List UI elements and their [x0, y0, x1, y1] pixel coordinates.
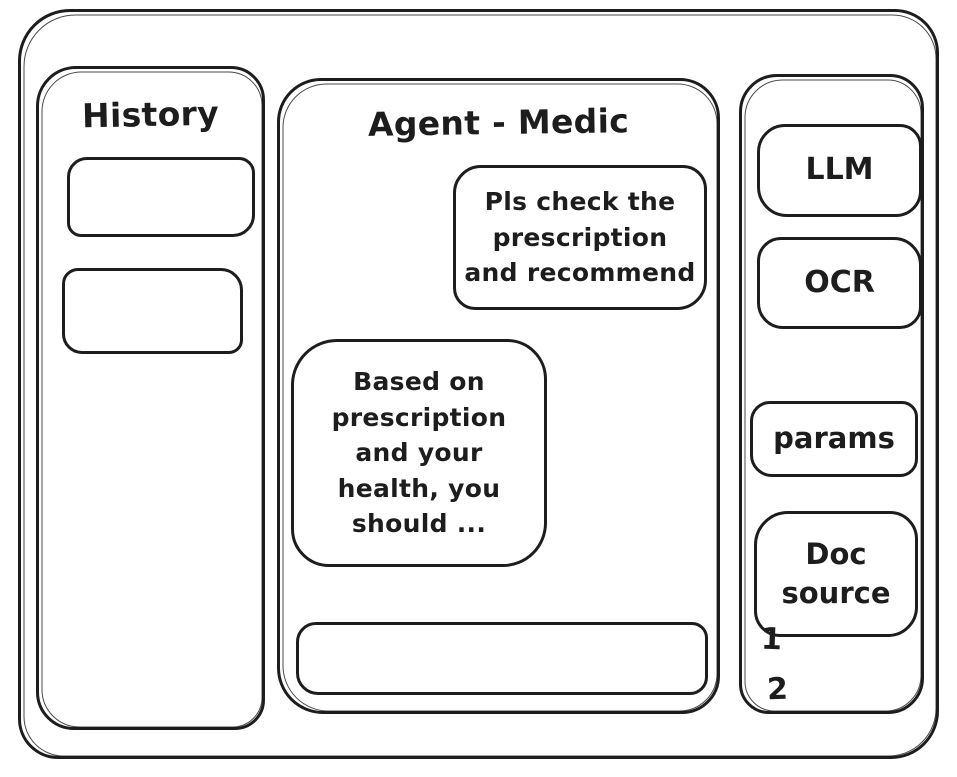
doc-source-item-1[interactable]: 1	[760, 621, 783, 658]
doc-source-item-2[interactable]: 2	[766, 671, 789, 708]
history-item[interactable]	[67, 157, 255, 237]
tools-panel: LLM OCR params Doc source 1 2	[739, 74, 924, 714]
ocr-button[interactable]: OCR	[757, 237, 922, 329]
params-button[interactable]: params	[750, 401, 918, 477]
app-window-frame: History Agent - Medic Pls check the pres…	[18, 9, 939, 759]
llm-button[interactable]: LLM	[757, 124, 922, 217]
chat-panel: Agent - Medic Pls check the prescription…	[277, 78, 720, 714]
history-panel: History	[36, 66, 265, 730]
chat-panel-title: Agent - Medic	[367, 101, 630, 144]
agent-message-bubble: Based on prescription and your health, y…	[291, 339, 547, 567]
user-message-bubble: Pls check the prescription and recommend	[453, 165, 707, 310]
message-input[interactable]	[296, 622, 708, 695]
doc-source-button[interactable]: Doc source	[754, 511, 918, 637]
history-panel-title: History	[81, 93, 220, 136]
history-item[interactable]	[62, 268, 243, 354]
